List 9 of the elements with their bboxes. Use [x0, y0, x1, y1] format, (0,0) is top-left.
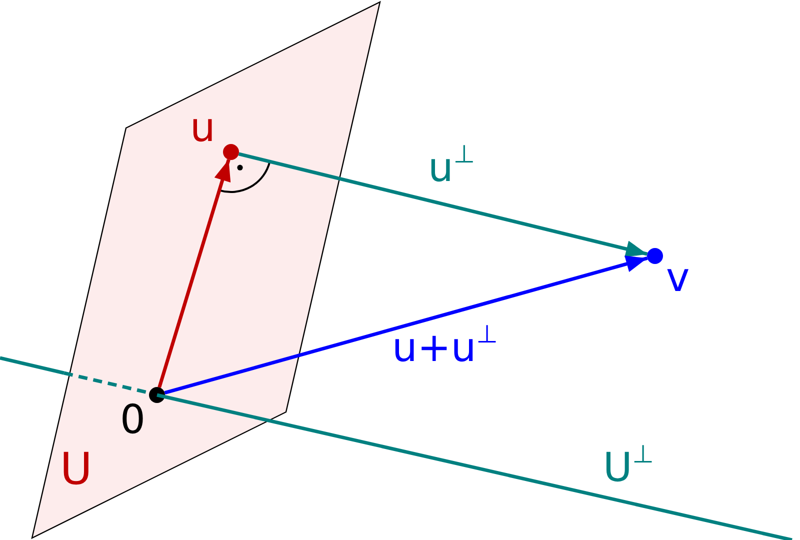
plane: [31, 0, 381, 540]
point-label: u: [190, 108, 216, 148]
point-dot: [647, 248, 663, 264]
arrow: [238, 152, 648, 258]
arrow: [164, 256, 648, 395]
plane-label: U: [60, 448, 92, 492]
point-label: 0: [120, 400, 146, 440]
point-label: v: [666, 258, 690, 298]
arrow: [158, 159, 231, 388]
